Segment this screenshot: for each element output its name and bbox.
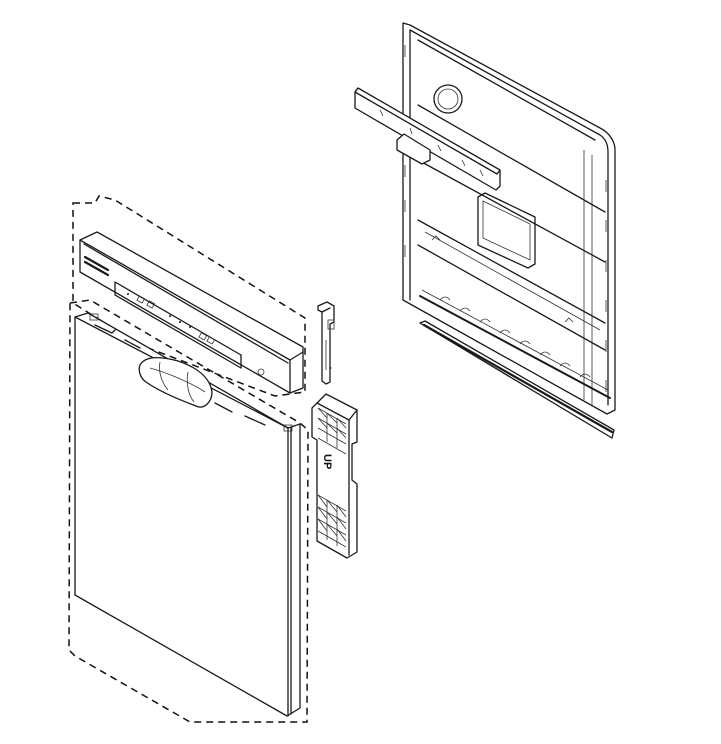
door-panel-group-outline xyxy=(68,299,309,723)
door-vent-bracket[interactable] xyxy=(354,87,501,191)
inner-door-liner[interactable] xyxy=(402,22,616,415)
outer-door-panel[interactable] xyxy=(74,312,301,717)
door-bottom-gasket[interactable] xyxy=(419,320,615,439)
packing-spacer[interactable]: UP xyxy=(311,393,358,559)
spacer-up-label: UP xyxy=(321,454,333,469)
control-panel[interactable] xyxy=(79,231,304,394)
door-handle[interactable] xyxy=(138,357,213,408)
spacer-bottom-grid xyxy=(317,494,347,548)
liner-bottom-edge xyxy=(419,289,611,399)
spacer-top-grid xyxy=(317,407,347,455)
hinge-bracket[interactable] xyxy=(317,301,335,385)
rinse-aid-cap xyxy=(433,84,463,114)
detergent-dispenser xyxy=(477,192,536,269)
